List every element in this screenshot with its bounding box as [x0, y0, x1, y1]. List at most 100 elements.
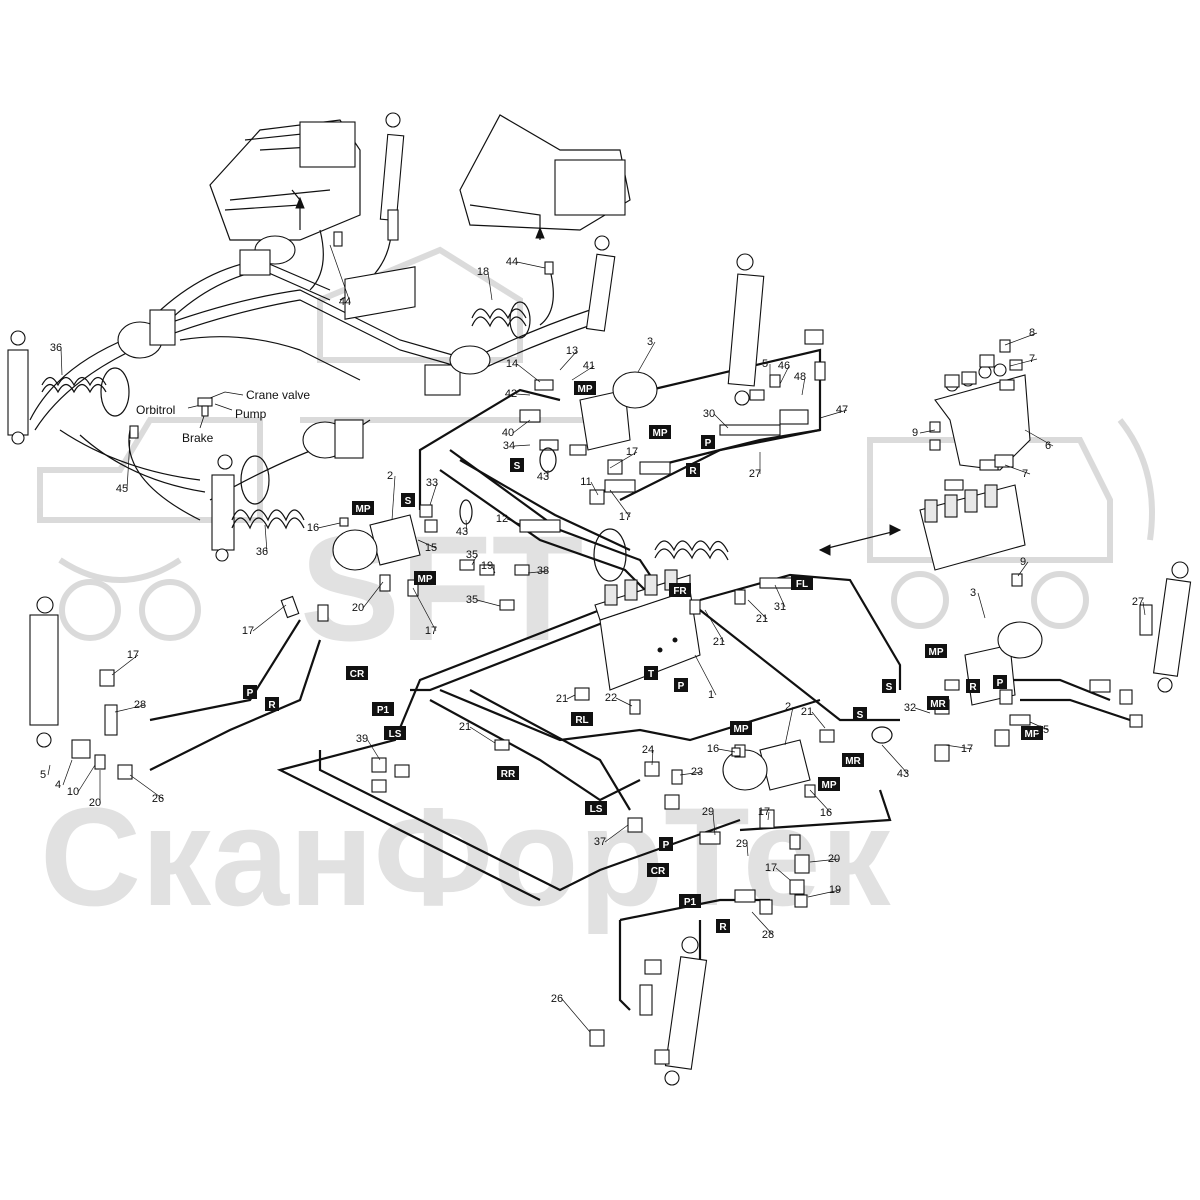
part-callout-35: 35	[466, 594, 501, 607]
port-tag-ls: LS	[585, 801, 607, 815]
svg-text:44: 44	[506, 256, 518, 268]
sleeve-ring-center	[593, 528, 627, 582]
part-callout-29: 29	[702, 806, 716, 836]
port-tag-mr: MR	[927, 696, 949, 710]
svg-text:36: 36	[50, 342, 62, 354]
svg-text:17: 17	[758, 806, 770, 818]
sleeve-ring-mid	[240, 455, 270, 505]
port-tags: MPSMPMPSMPPRPRCRP1FRFLPTRLLSRRLSMPMRMPSS…	[243, 381, 1043, 933]
svg-text:P: P	[247, 688, 254, 699]
part-callout-8: 8	[1004, 327, 1038, 346]
port-tag-mp: MP	[818, 777, 840, 791]
port-tag-p1: P1	[372, 702, 394, 716]
svg-text:MR: MR	[930, 699, 946, 710]
svg-text:P: P	[997, 678, 1004, 689]
chassis-frame-left	[209, 119, 361, 241]
part-callout-29: 29	[736, 838, 749, 857]
svg-text:40: 40	[502, 427, 514, 439]
svg-text:MP: MP	[356, 504, 371, 515]
svg-text:17: 17	[242, 625, 254, 637]
part-callout-21: 21	[704, 609, 725, 648]
part-callout-27: 27	[1132, 596, 1146, 616]
clamp-45	[129, 425, 139, 439]
part-callout-37: 37	[594, 824, 629, 848]
port-tag-p: P	[993, 675, 1007, 689]
port-tag-mp: MP	[1021, 726, 1043, 740]
svg-text:R: R	[268, 700, 276, 711]
sleeve-ring-left	[100, 367, 130, 417]
svg-text:7: 7	[1022, 468, 1028, 480]
svg-text:18: 18	[477, 266, 489, 278]
spiral-guard-18	[471, 308, 527, 328]
part-callout-16: 16	[809, 789, 832, 819]
valve-block-3-top	[579, 371, 658, 451]
svg-text:MP: MP	[929, 647, 944, 658]
part-callout-10: 10	[67, 764, 96, 798]
accumulator-right	[449, 345, 491, 375]
svg-text:RL: RL	[575, 715, 588, 726]
part-callout-17: 17	[765, 862, 791, 881]
part-callout-5: 5	[762, 358, 771, 378]
part-callout-26: 26	[129, 774, 164, 805]
svg-text:S: S	[514, 461, 521, 472]
clamp-44-left	[333, 231, 343, 247]
svg-text:Crane valve: Crane valve	[246, 388, 310, 402]
valve-stack-right	[919, 484, 1026, 571]
svg-text:P: P	[705, 438, 712, 449]
cylinder-top-center	[379, 112, 405, 241]
part-callout-28: 28	[751, 911, 774, 941]
svg-text:MR: MR	[845, 756, 861, 767]
svg-text:P1: P1	[377, 705, 390, 716]
svg-text:MP: MP	[822, 780, 837, 791]
part-callout-21: 21	[556, 693, 576, 705]
svg-text:10: 10	[67, 786, 79, 798]
part-callout-7: 7	[1009, 353, 1038, 367]
watermark-truck-left	[37, 417, 263, 641]
svg-text:32: 32	[904, 702, 916, 714]
port-tag-r: R	[686, 463, 700, 477]
svg-text:35: 35	[466, 594, 478, 606]
port-tag-s: S	[853, 707, 867, 721]
part-callout-5: 5	[40, 764, 51, 781]
part-callout-15: 15	[417, 539, 437, 554]
part-callout-36: 36	[256, 524, 268, 558]
part-callout-13: 13	[559, 345, 578, 371]
cylinder-left-middle	[29, 596, 59, 748]
port-tag-s: S	[882, 679, 896, 693]
chassis-frame-right	[459, 114, 631, 240]
part-callout-20: 20	[352, 581, 384, 614]
clamp-44-right	[544, 261, 554, 275]
part-callout-36: 36	[50, 342, 63, 376]
svg-text:4: 4	[55, 779, 61, 791]
part-callout-45: 45	[116, 439, 131, 495]
svg-text:26: 26	[152, 793, 164, 805]
sleeve-ring-top	[509, 301, 531, 339]
part-callout-2: 2	[387, 470, 396, 521]
part-callout-38: 38	[527, 565, 549, 577]
svg-text:MP: MP	[734, 724, 749, 735]
svg-text:29: 29	[702, 806, 714, 818]
port-tag-p: P	[243, 685, 257, 699]
svg-text:T: T	[648, 669, 654, 680]
part-callout-18: 18	[477, 266, 493, 301]
svg-text:20: 20	[352, 602, 364, 614]
part-callout-26: 26	[551, 993, 591, 1033]
svg-text:S: S	[886, 682, 893, 693]
svg-text:29: 29	[736, 838, 748, 850]
part-callout-43: 43	[456, 519, 468, 538]
part-callout-31: 31	[774, 584, 786, 613]
svg-text:5: 5	[762, 358, 768, 370]
svg-text:LS: LS	[590, 804, 603, 815]
svg-text:S: S	[405, 496, 412, 507]
cylinder-left-upper	[7, 330, 29, 445]
part-callout-28: 28	[114, 699, 146, 713]
svg-text:48: 48	[794, 371, 806, 383]
svg-text:26: 26	[551, 993, 563, 1005]
svg-text:19: 19	[829, 884, 841, 896]
port-tag-r: R	[716, 919, 730, 933]
part-callout-6: 6	[1024, 429, 1054, 452]
part-callout-21: 21	[801, 706, 826, 729]
svg-text:43: 43	[456, 526, 468, 538]
svg-text:24: 24	[642, 744, 654, 756]
